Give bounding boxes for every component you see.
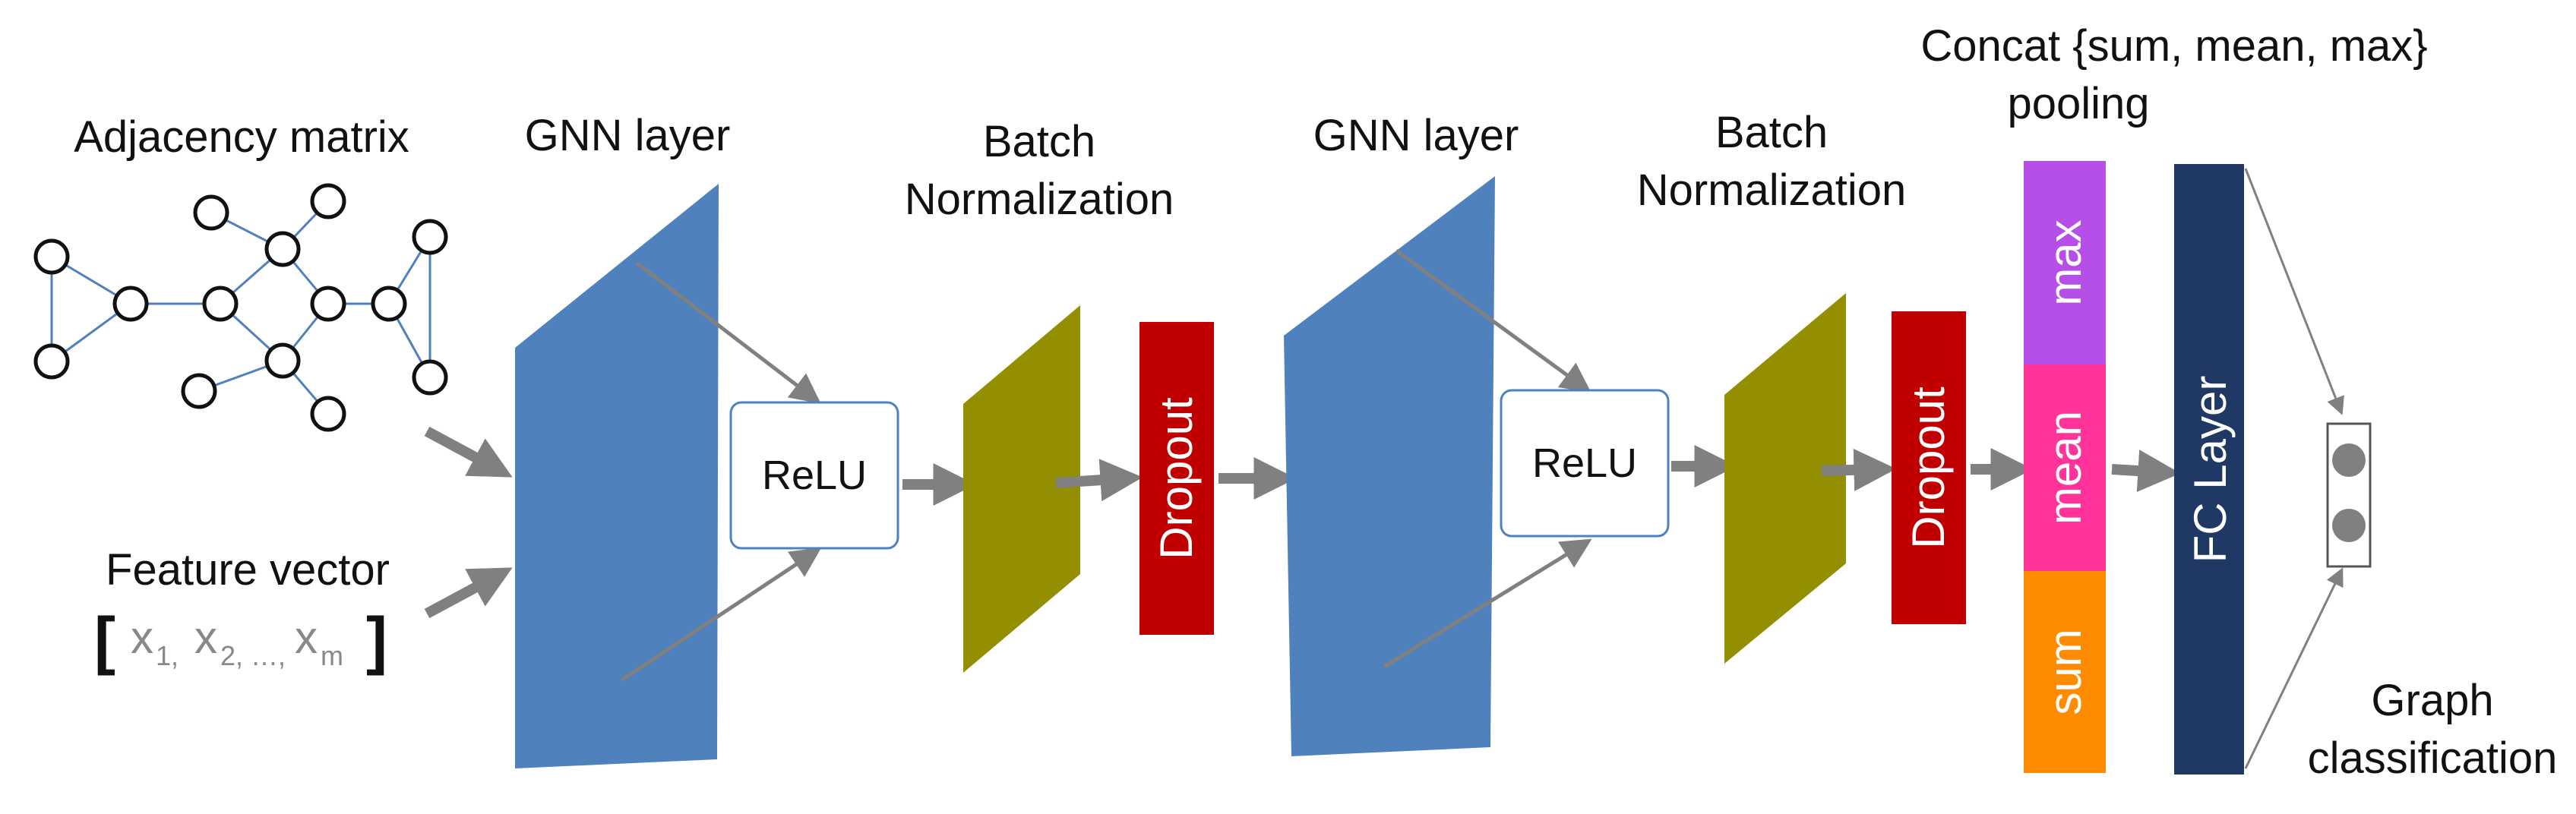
- relu-1-box: [729, 401, 899, 550]
- gnn1-to-relu-arrow-top: [635, 261, 821, 404]
- batchnorm-2-block: [1724, 293, 1846, 664]
- dropout-2-label: Dropout: [1903, 386, 1954, 549]
- concat-label-line2: pooling: [2007, 79, 2149, 128]
- fc-layer-block: [2174, 164, 2244, 775]
- svg-text:m: m: [321, 640, 343, 671]
- bn-1-label-line1: Batch: [983, 117, 1095, 166]
- gnn-layer-2-block: [1284, 176, 1495, 756]
- gnn-layer-1-block: [515, 184, 719, 768]
- adjacency-matrix-label: Adjacency matrix: [74, 112, 409, 162]
- pooling-to-fc-arrow: [2111, 450, 2181, 492]
- pool-mean-block: [2024, 364, 2106, 571]
- relu-2-box: [1500, 389, 1670, 538]
- bn-2-label-line1: Batch: [1715, 108, 1828, 157]
- graph-node: [112, 286, 149, 322]
- feature-vector-formula: [ x 1, x 2, …, x m ]: [94, 604, 387, 676]
- svg-text:x: x: [131, 612, 153, 663]
- fc-layer-label: FC Layer: [2185, 376, 2236, 563]
- graph-node: [202, 286, 239, 322]
- adjacency-arrow: [424, 426, 513, 478]
- fc-to-output-arrow-bottom: [2244, 567, 2344, 769]
- bn1-to-dropout1-arrow: [1055, 459, 1143, 502]
- feature-arrow: [424, 567, 513, 619]
- pool-mean-label: mean: [2040, 411, 2091, 525]
- graph-node: [310, 286, 346, 322]
- batchnorm-1-block: [963, 305, 1080, 673]
- bracket-close: ]: [366, 604, 387, 676]
- svg-text:1,: 1,: [156, 640, 179, 671]
- graph-node: [371, 286, 407, 322]
- graph-node: [264, 231, 301, 267]
- relu-1-label: ReLU: [762, 453, 867, 498]
- graph-node: [33, 238, 70, 275]
- bn-2-label-line2: Normalization: [1637, 166, 1907, 215]
- dropout-1-label: Dropout: [1151, 397, 1202, 560]
- graph-node: [310, 396, 346, 432]
- bn2-to-dropout2-arrow: [1821, 448, 1897, 491]
- graph-node: [310, 183, 346, 219]
- graph-classification-label-line1: Graph: [2371, 676, 2493, 725]
- graph-node: [193, 194, 229, 231]
- graph-classification-label-line2: classification: [2308, 734, 2558, 783]
- gnn-layer-1-label: GNN layer: [525, 111, 731, 160]
- output-vector-box: [2326, 422, 2372, 568]
- fc-to-output-arrow-top: [2244, 168, 2344, 415]
- dropout-1-block: [1139, 322, 1214, 635]
- pool-max-block: [2024, 161, 2106, 364]
- output-node-2: [2332, 509, 2366, 542]
- graph-node: [33, 343, 70, 380]
- pool-max-label: max: [2040, 219, 2091, 305]
- graph-nodes: [33, 183, 448, 432]
- graph-node: [181, 373, 217, 409]
- concat-label-line1: Concat {sum, mean, max}: [1920, 21, 2427, 71]
- relu-2-label: ReLU: [1532, 440, 1637, 486]
- svg-text:2, …,: 2, …,: [220, 640, 286, 671]
- graph-node: [412, 219, 448, 255]
- dropout-2-block: [1892, 311, 1966, 624]
- pool-sum-block: [2024, 571, 2106, 773]
- pool-sum-label: sum: [2040, 629, 2091, 715]
- svg-text:x: x: [295, 612, 318, 663]
- graph-node: [264, 342, 301, 379]
- output-node-1: [2332, 443, 2366, 477]
- graph-node: [412, 359, 448, 396]
- bn-1-label-line2: Normalization: [905, 175, 1174, 224]
- gnn2-to-relu-arrow-bottom: [1383, 538, 1592, 669]
- svg-text:x: x: [194, 612, 217, 663]
- bracket-open: [: [94, 604, 115, 676]
- gnn1-to-relu-arrow-bottom: [620, 547, 822, 683]
- feature-vector-label: Feature vector: [106, 545, 390, 595]
- gnn2-to-relu-arrow-top: [1395, 248, 1591, 393]
- gnn-layer-2-label: GNN layer: [1313, 111, 1519, 160]
